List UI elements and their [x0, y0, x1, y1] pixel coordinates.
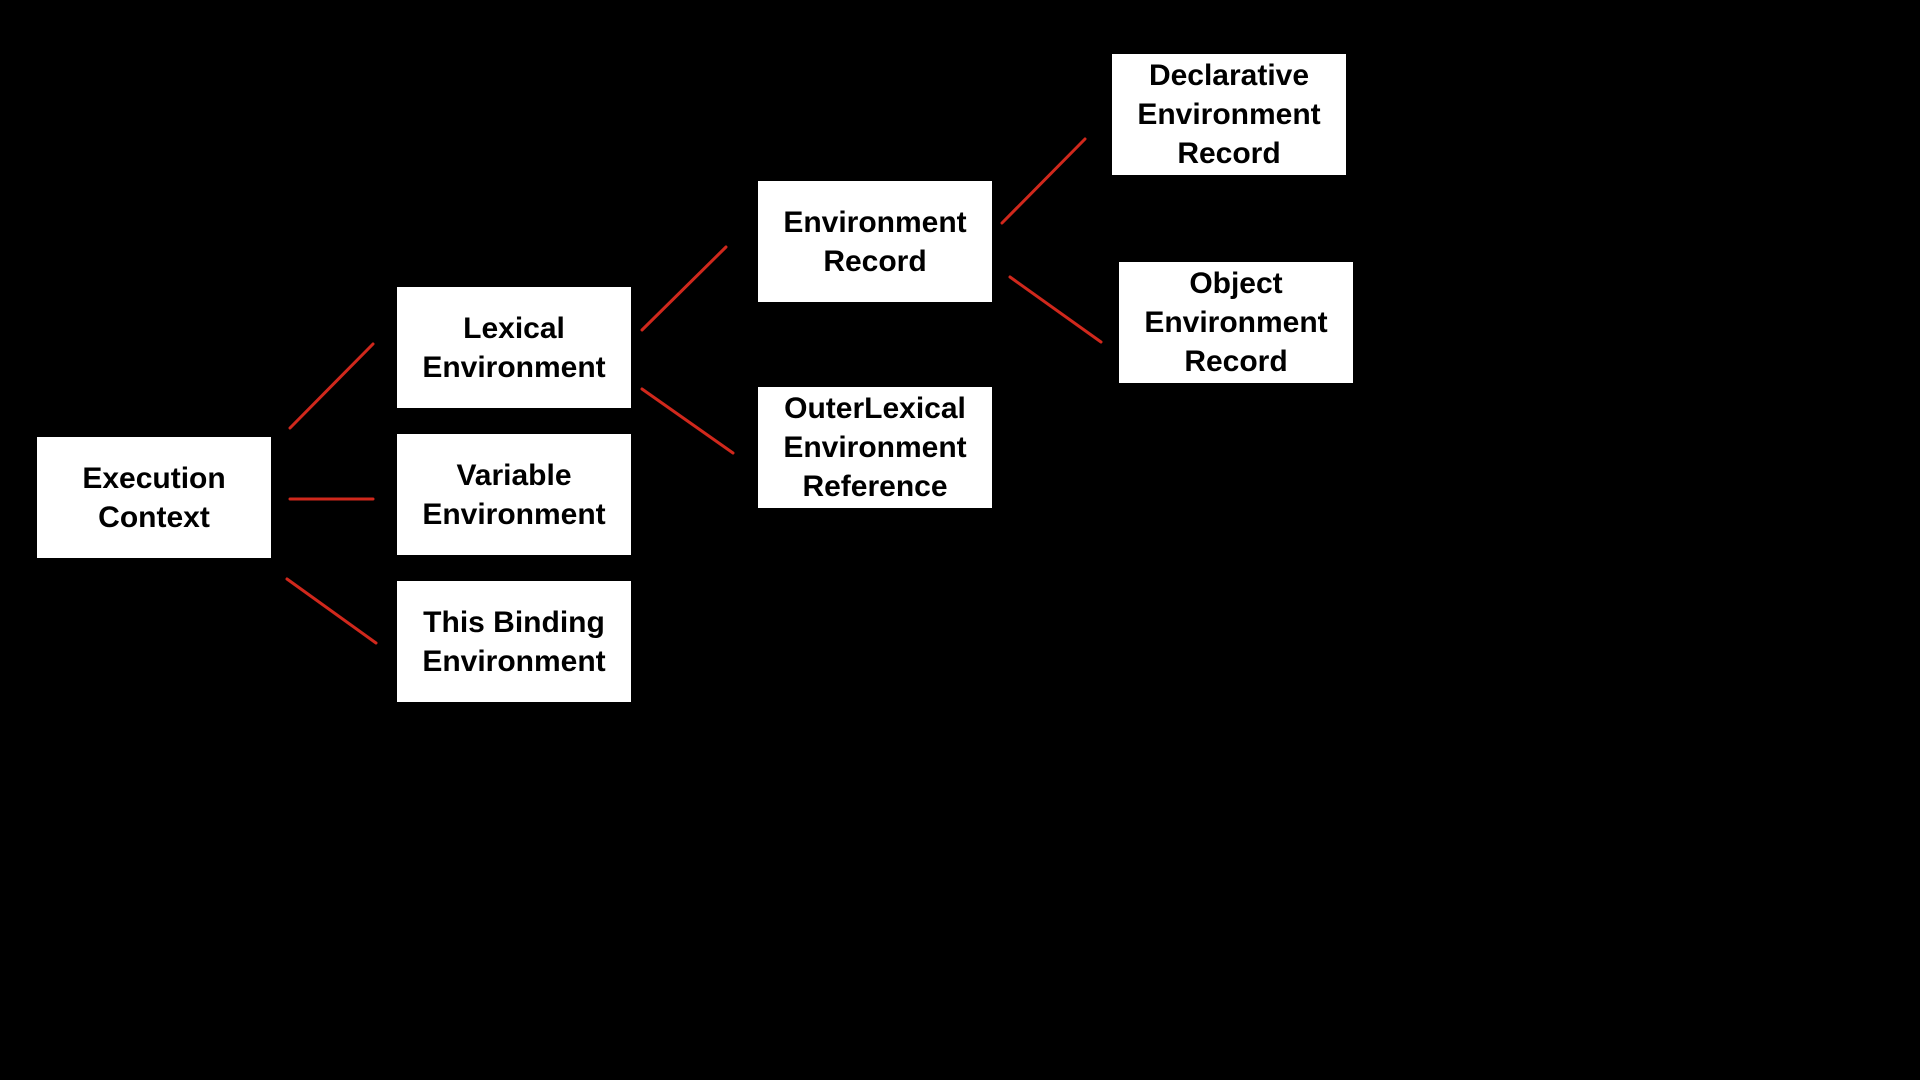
node-outer-lexical-environment-reference-label: OuterLexical Environment Reference	[783, 392, 967, 503]
node-object-environment-record: Object Environment Record	[1119, 262, 1353, 383]
connector-lexical-environment-to-outer-lexical-environment-reference	[640, 387, 735, 455]
node-execution-context-label: Execution Context	[82, 461, 226, 534]
connector-execution-context-to-lexical-environment	[288, 342, 375, 430]
node-lexical-environment-label: Lexical Environment	[422, 311, 606, 384]
node-this-binding-environment: This Binding Environment	[397, 581, 631, 702]
node-lexical-environment: Lexical Environment	[397, 287, 631, 408]
connector-environment-record-to-declarative-environment-record	[1000, 137, 1087, 225]
node-outer-lexical-environment-reference: OuterLexical Environment Reference	[758, 387, 992, 508]
node-environment-record: Environment Record	[758, 181, 992, 302]
connector-environment-record-to-object-environment-record	[1008, 275, 1103, 344]
node-variable-environment-label: Variable Environment	[422, 458, 606, 531]
connector-execution-context-to-this-binding-environment	[285, 577, 378, 645]
connector-lexical-environment-to-environment-record	[640, 245, 728, 332]
node-variable-environment: Variable Environment	[397, 434, 631, 555]
node-environment-record-label: Environment Record	[783, 205, 967, 278]
node-this-binding-environment-label: This Binding Environment	[422, 605, 606, 678]
node-declarative-environment-record: Declarative Environment Record	[1112, 54, 1346, 175]
node-object-environment-record-label: Object Environment Record	[1144, 267, 1328, 378]
node-declarative-environment-record-label: Declarative Environment Record	[1137, 59, 1321, 170]
node-execution-context: Execution Context	[37, 437, 271, 558]
